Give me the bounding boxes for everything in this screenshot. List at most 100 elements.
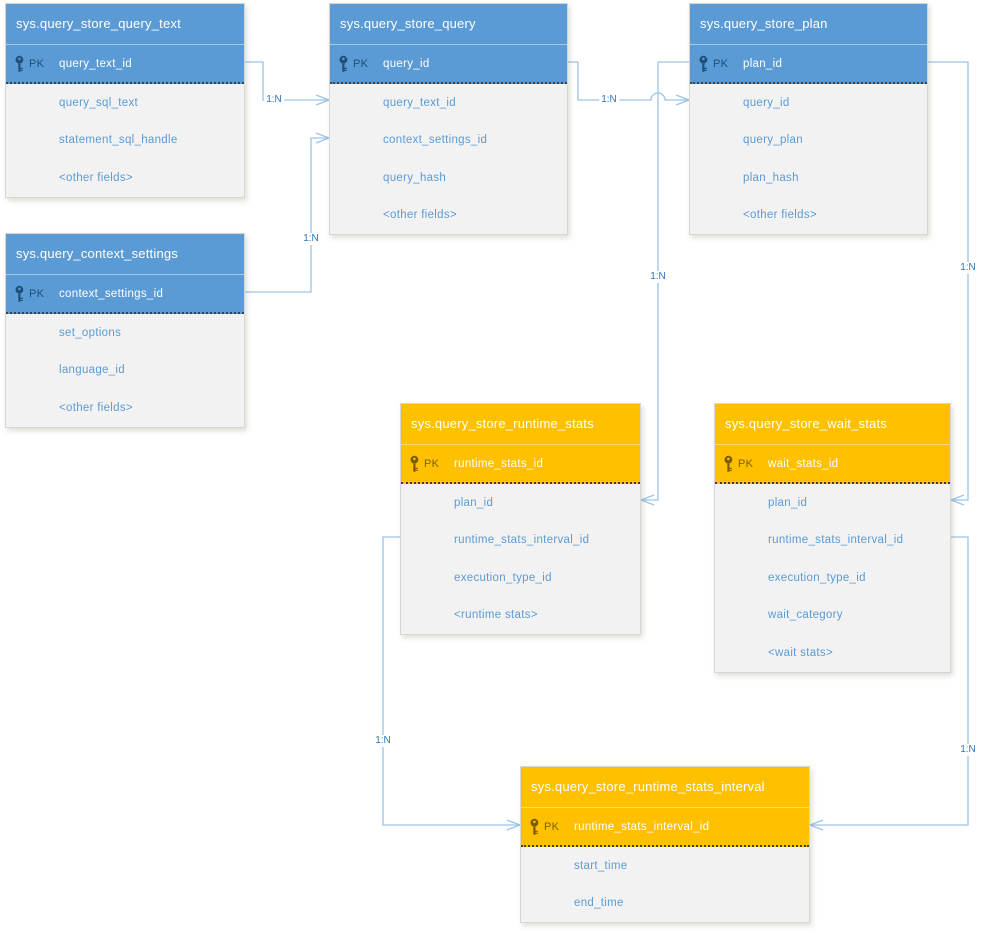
cardinality-label: 1:N [264, 94, 284, 106]
field-name: start_time [574, 859, 628, 872]
field-row: <wait stats> [715, 634, 950, 672]
field-name: <wait stats> [768, 646, 833, 659]
field-name: <runtime stats> [454, 609, 538, 622]
field-name: plan_id [768, 496, 808, 509]
pk-field-name: query_id [383, 57, 430, 70]
field-name: execution_type_id [768, 571, 866, 584]
field-row: language_id [6, 352, 244, 390]
field-row: plan_hash [690, 159, 927, 197]
key-icon [530, 818, 539, 835]
field-name: <other fields> [59, 401, 133, 414]
table-title: sys.query_store_runtime_stats_interval [521, 767, 809, 807]
table-title: sys.query_store_query [330, 4, 567, 44]
pk-label: PK [29, 57, 45, 70]
table-title: sys.query_store_plan [690, 4, 927, 44]
field-row: <other fields> [6, 389, 244, 427]
relationship-line-plan-to-wait-stats [928, 61, 969, 501]
relationship-line-context-settings-to-query [245, 137, 329, 293]
field-row: runtime_stats_interval_id [715, 522, 950, 560]
cardinality-label: 1:N [958, 744, 978, 756]
field-row: <other fields> [330, 197, 567, 235]
field-name: context_settings_id [383, 134, 488, 147]
cardinality-label: 1:N [958, 262, 978, 274]
pk-field-name: plan_id [743, 57, 783, 70]
field-name: query_hash [383, 171, 447, 184]
pk-label: PK [713, 57, 729, 70]
relationship-line-query-text-to-query [245, 61, 329, 101]
pk-row: PK context_settings_id [6, 274, 244, 314]
field-name: wait_category [768, 609, 843, 622]
key-icon [15, 55, 24, 72]
cardinality-label: 1:N [648, 271, 668, 283]
pk-label: PK [353, 57, 369, 70]
table-title: sys.query_store_runtime_stats [401, 404, 640, 444]
field-name: query_plan [743, 134, 803, 147]
field-name: statement_sql_handle [59, 134, 178, 147]
field-row: query_hash [330, 159, 567, 197]
field-row: query_sql_text [6, 84, 244, 122]
table-title: sys.query_store_query_text [6, 4, 244, 44]
relationship-line-query-to-plan [568, 61, 689, 101]
pk-row: PK runtime_stats_interval_id [521, 807, 809, 847]
pk-label: PK [29, 287, 45, 300]
key-icon [699, 55, 708, 72]
pk-row: PK query_id [330, 44, 567, 84]
field-row: execution_type_id [401, 559, 640, 597]
pk-label: PK [424, 457, 440, 470]
field-name: set_options [59, 326, 122, 339]
field-name: query_sql_text [59, 96, 138, 109]
pk-field-name: runtime_stats_interval_id [574, 820, 710, 833]
pk-label: PK [738, 457, 754, 470]
field-name: plan_id [454, 496, 494, 509]
field-row: <other fields> [690, 197, 927, 235]
table-title: sys.query_context_settings [6, 234, 244, 274]
cardinality-label: 1:N [599, 94, 619, 106]
table-title: sys.query_store_wait_stats [715, 404, 950, 444]
field-row: execution_type_id [715, 559, 950, 597]
field-row: query_text_id [330, 84, 567, 122]
pk-row: PK wait_stats_id [715, 444, 950, 484]
field-name: query_text_id [383, 96, 456, 109]
key-icon [339, 55, 348, 72]
field-name: <other fields> [59, 171, 133, 184]
field-row: set_options [6, 314, 244, 352]
field-row: plan_id [401, 484, 640, 522]
arrowhead [949, 494, 965, 506]
field-name: runtime_stats_interval_id [454, 534, 590, 547]
field-name: runtime_stats_interval_id [768, 534, 904, 547]
key-icon [724, 455, 733, 472]
relationship-line-wait-stats-to-interval [810, 536, 969, 826]
field-name: <other fields> [383, 209, 457, 222]
field-row: runtime_stats_interval_id [401, 522, 640, 560]
cardinality-label: 1:N [301, 233, 321, 245]
field-name: query_id [743, 96, 790, 109]
pk-field-name: wait_stats_id [768, 457, 839, 470]
field-name: end_time [574, 897, 624, 910]
pk-row: PK plan_id [690, 44, 927, 84]
pk-field-name: context_settings_id [59, 287, 164, 300]
pk-label: PK [544, 820, 560, 833]
cardinality-label: 1:N [373, 735, 393, 747]
arrowhead [639, 494, 655, 506]
relationship-line-runtime-stats-to-interval [382, 536, 520, 826]
field-row: start_time [521, 847, 809, 885]
field-row: query_plan [690, 122, 927, 160]
field-name: <other fields> [743, 209, 817, 222]
field-name: language_id [59, 364, 125, 377]
field-row: <other fields> [6, 159, 244, 197]
arrowhead [808, 819, 824, 831]
key-icon [410, 455, 419, 472]
field-row: query_id [690, 84, 927, 122]
field-row: context_settings_id [330, 122, 567, 160]
field-row: end_time [521, 885, 809, 923]
